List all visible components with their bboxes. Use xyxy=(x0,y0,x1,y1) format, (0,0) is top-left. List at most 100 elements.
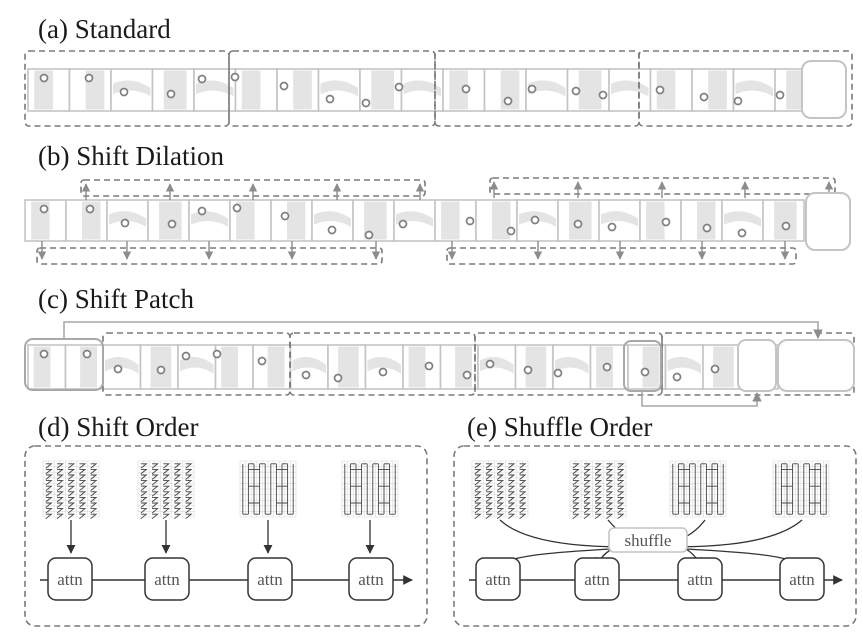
point-icon xyxy=(672,372,682,382)
panel-title: (c) Shift Patch xyxy=(38,284,194,314)
point-icon xyxy=(733,96,743,106)
patch-fill xyxy=(578,70,602,110)
point-icon xyxy=(325,94,335,104)
patch-fill xyxy=(180,356,214,374)
patch-fill xyxy=(338,346,359,388)
point-icon xyxy=(181,351,191,361)
point-icon xyxy=(197,206,207,216)
point-icon xyxy=(573,219,583,229)
attn-label: attn xyxy=(358,570,384,589)
point-icon xyxy=(607,222,617,232)
attn-label: attn xyxy=(687,570,713,589)
patch-fill xyxy=(371,70,395,110)
attention-blocks: attn attn attn attn xyxy=(47,557,394,601)
point-icon xyxy=(775,90,785,100)
dilation-groups xyxy=(36,177,836,265)
patch-fill xyxy=(34,70,53,110)
attn-label: attn xyxy=(57,570,83,589)
point-icon xyxy=(394,82,404,92)
patch-fill xyxy=(163,70,187,110)
shift-arrow xyxy=(63,321,823,339)
serialization-curves xyxy=(471,460,830,520)
point-icon xyxy=(85,204,95,214)
point-icon xyxy=(461,84,471,94)
point-icon xyxy=(301,370,311,380)
point-icon xyxy=(602,362,612,372)
panel-frame xyxy=(24,445,428,627)
space-filling-curve-icon xyxy=(42,460,100,520)
point-icon xyxy=(710,364,720,374)
point-icon xyxy=(523,365,533,375)
point-icon xyxy=(465,216,475,226)
patch-fill xyxy=(221,346,238,388)
attn-label: attn xyxy=(789,570,815,589)
attn-block: attn xyxy=(348,557,394,601)
point-icon xyxy=(230,72,240,82)
patch-fill xyxy=(320,80,358,97)
attn-block: attn xyxy=(47,557,93,601)
panel-title: (a) Standard xyxy=(38,14,171,44)
shift-arrow xyxy=(641,391,762,407)
patch-strip xyxy=(24,199,805,242)
point-icon xyxy=(737,228,747,238)
point-icon xyxy=(212,349,222,359)
point-icon xyxy=(39,204,49,214)
patch-fill xyxy=(241,70,261,110)
point-icon xyxy=(257,356,267,366)
point-icon xyxy=(84,73,94,83)
attn-block: attn xyxy=(677,557,723,601)
point-icon xyxy=(119,87,129,97)
patch-fill xyxy=(396,211,433,227)
patch-fill xyxy=(724,211,761,227)
patch-fill xyxy=(109,211,146,227)
patch-strip xyxy=(27,344,779,390)
attention-blocks: attn attn attn attn xyxy=(475,557,825,601)
point-icon xyxy=(232,203,242,213)
patch-fill xyxy=(367,356,401,374)
point-icon xyxy=(781,221,791,231)
point-icon xyxy=(113,364,123,374)
point-icon xyxy=(378,367,388,377)
point-icon xyxy=(702,223,712,233)
patch-fill xyxy=(286,201,306,240)
patch-fill xyxy=(403,80,441,97)
space-filling-curve-icon xyxy=(137,460,195,520)
panel-standard: (a) Standard xyxy=(24,14,853,127)
patch-fill xyxy=(441,201,460,240)
attn-block: attn xyxy=(247,557,293,601)
point-icon xyxy=(598,90,608,100)
space-filling-curve-icon xyxy=(669,460,727,518)
point-icon xyxy=(156,365,166,375)
space-filling-curve-icon xyxy=(772,460,830,518)
patch-fill xyxy=(292,356,326,374)
patch-fill xyxy=(491,201,511,240)
point-icon xyxy=(167,219,177,229)
point-icon xyxy=(503,96,513,106)
panel-title: (d) Shift Order xyxy=(38,412,198,442)
space-filling-curve-icon xyxy=(341,460,399,518)
window-dashes xyxy=(24,50,853,127)
point-icon xyxy=(280,211,290,221)
panel-shift-order: (d) Shift Order attn attn attn attn xyxy=(24,412,428,627)
point-icon xyxy=(553,368,563,378)
attn-label: attn xyxy=(154,570,180,589)
patch-fill xyxy=(196,80,234,97)
point-icon xyxy=(197,74,207,84)
panel-title: (e) Shuffle Order xyxy=(467,412,652,442)
point-icon xyxy=(640,367,650,377)
point-icon xyxy=(398,219,408,229)
point-icon xyxy=(661,217,671,227)
patch-fill xyxy=(656,70,676,110)
point-icon xyxy=(530,215,540,225)
patch-fill xyxy=(105,356,139,374)
patch-fill xyxy=(735,80,773,97)
padding-patch xyxy=(801,60,847,119)
point-icon xyxy=(166,89,176,99)
attn-block: attn xyxy=(475,557,521,601)
attn-block: attn xyxy=(574,557,620,601)
point-icon xyxy=(424,361,434,371)
padding-patch xyxy=(805,192,851,251)
space-filling-curve-icon xyxy=(471,460,529,520)
patch-fill xyxy=(408,346,426,388)
